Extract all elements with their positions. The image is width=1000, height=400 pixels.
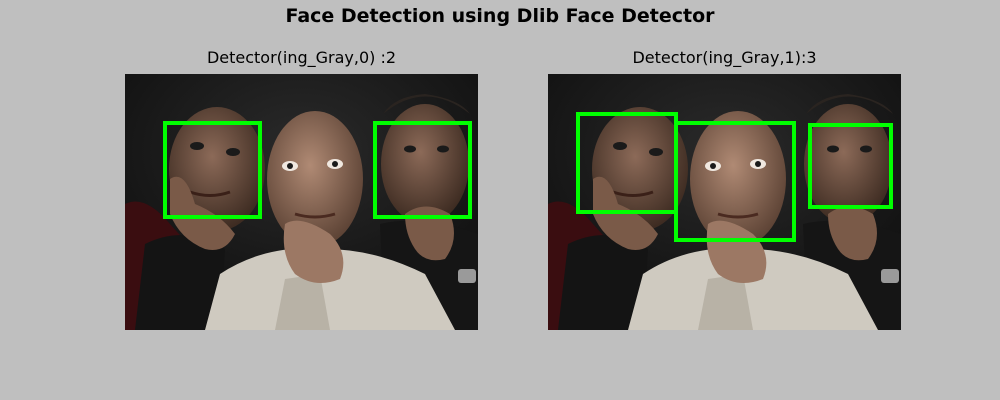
right-man-head <box>381 104 469 224</box>
center-man-head <box>267 111 363 247</box>
right-photo-panel <box>548 74 901 330</box>
center-man-hand <box>706 220 767 283</box>
face-box-right <box>808 123 893 209</box>
watch <box>458 269 476 283</box>
left-photo <box>125 74 478 330</box>
face-box-center <box>674 121 796 242</box>
right-man-head <box>804 104 892 224</box>
right-man-hand <box>828 206 877 261</box>
face-box-right <box>373 121 472 219</box>
center-man-shirt <box>205 248 455 330</box>
face-box-left <box>163 121 262 219</box>
left-man-jacket <box>558 235 648 330</box>
watch <box>881 269 899 283</box>
left-man-jacket <box>135 235 225 330</box>
left-man-hand <box>170 176 235 250</box>
left-panel-title: Detector(ing_Gray,0) :2 <box>206 48 397 67</box>
figure-title: Face Detection using Dlib Face Detector <box>285 5 715 27</box>
left-photo-panel <box>125 74 478 330</box>
center-man-shirt <box>628 248 878 330</box>
right-panel-title: Detector(ing_Gray,1):3 <box>632 48 817 67</box>
center-man-hand <box>283 220 344 283</box>
right-photo <box>548 74 901 330</box>
right-man-hand <box>405 206 454 261</box>
center-man-head <box>690 111 786 247</box>
